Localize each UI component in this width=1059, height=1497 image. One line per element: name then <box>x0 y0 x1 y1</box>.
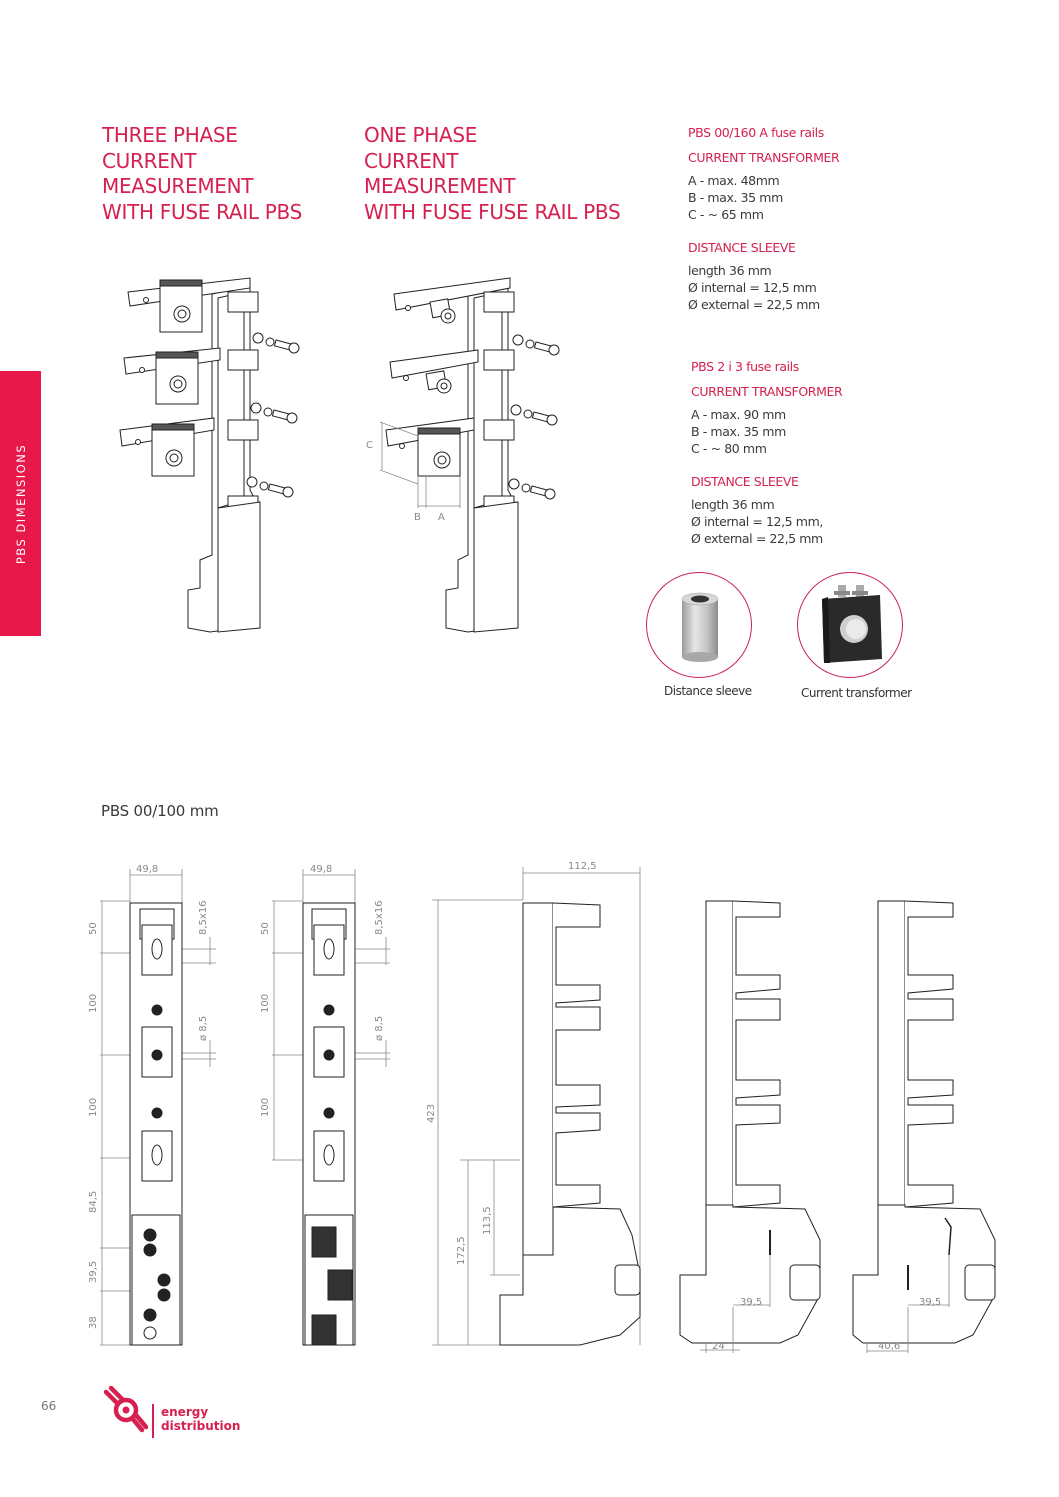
spec-block-pbs-2-3: PBS 2 i 3 fuse rails CURRENT TRANSFORMER… <box>691 358 843 547</box>
title-line: CURRENT <box>364 148 459 173</box>
distance-sleeve-photo <box>646 572 752 678</box>
dim-v: 39,5 <box>88 1261 99 1283</box>
title-line: ONE PHASE <box>364 123 478 147</box>
ct-line: C - ~ 65 mm <box>688 207 764 222</box>
side-tab-label: PBS DIMENSIONS <box>13 443 28 564</box>
title-line: THREE PHASE <box>102 123 238 147</box>
label-c: C <box>366 440 373 451</box>
side-view-drawing-2: 39,5 24 <box>679 900 821 1353</box>
dim-height: 423 <box>426 1104 437 1123</box>
three-phase-title: THREE PHASE CURRENT MEASUREMENT WITH FUS… <box>102 123 302 225</box>
sleeve-title: DISTANCE SLEEVE <box>691 474 799 489</box>
ct-line: B - max. 35 mm <box>688 190 783 205</box>
logo-divider <box>152 1404 154 1438</box>
dim-d2: 40,6 <box>878 1341 900 1352</box>
dim-h3: 113,5 <box>482 1206 493 1235</box>
dim-depth: 112,5 <box>568 861 597 872</box>
dim-width: 49,8 <box>136 864 158 875</box>
dim-hole: ø 8,5 <box>374 1016 385 1041</box>
section-side-tab: PBS DIMENSIONS <box>0 371 41 636</box>
dim-v: 100 <box>260 994 271 1013</box>
brand-name: energy distribution <box>161 1405 240 1433</box>
dim-v: 50 <box>260 922 271 935</box>
ct-title: CURRENT TRANSFORMER <box>691 384 843 399</box>
dim-hole: ø 8,5 <box>198 1016 209 1041</box>
one-phase-illustration: C B A <box>366 277 560 633</box>
current-transformer-icon <box>822 585 882 663</box>
energy-distribution-logo-icon <box>103 1386 149 1433</box>
three-phase-illustration <box>119 277 300 633</box>
current-transformer-caption: Current transformer <box>801 686 912 700</box>
ct-title: CURRENT TRANSFORMER <box>688 150 840 165</box>
current-transformer-photo <box>797 572 903 678</box>
dim-v: 100 <box>88 1098 99 1117</box>
ct-line: C - ~ 80 mm <box>691 441 767 456</box>
brand-line: distribution <box>161 1419 241 1433</box>
dim-v: 100 <box>260 1098 271 1117</box>
ct-line: B - max. 35 mm <box>691 424 786 439</box>
dim-d1: 39,5 <box>740 1297 762 1308</box>
label-b: B <box>414 512 421 523</box>
brand-line: energy <box>161 1405 209 1419</box>
title-line: MEASUREMENT <box>102 174 254 198</box>
sleeve-line: Ø internal = 12,5 mm, <box>691 514 823 529</box>
sleeve-title: DISTANCE SLEEVE <box>688 240 796 255</box>
dim-v: 38 <box>88 1316 99 1329</box>
spec-heading: PBS 2 i 3 fuse rails <box>691 359 799 374</box>
dim-width: 49,8 <box>310 864 332 875</box>
dim-slot: 8,5x16 <box>198 900 209 935</box>
ct-line: A - max. 90 mm <box>691 407 786 422</box>
side-view-drawing-3: 39,5 40,6 <box>852 900 996 1353</box>
title-line: CURRENT <box>102 148 197 173</box>
page-number: 66 <box>41 1399 57 1413</box>
dim-v: 100 <box>88 994 99 1013</box>
sleeve-line: Ø external = 22,5 mm <box>691 531 823 546</box>
ct-line: A - max. 48mm <box>688 173 780 188</box>
sleeve-line: length 36 mm <box>688 263 772 278</box>
dim-v: 84,5 <box>88 1191 99 1213</box>
dim-d1: 39,5 <box>919 1297 941 1308</box>
title-line: WITH FUSE FUSE RAIL PBS <box>364 199 621 224</box>
sleeve-line: Ø external = 22,5 mm <box>688 297 820 312</box>
side-view-drawing-1: 112,5 423 172,5 113,5 <box>426 861 641 1346</box>
one-phase-title: ONE PHASE CURRENT MEASUREMENT WITH FUSE … <box>364 123 621 225</box>
distance-sleeve-caption: Distance sleeve <box>664 684 752 698</box>
sleeve-line: Ø internal = 12,5 mm <box>688 280 817 295</box>
dim-d2: 24 <box>712 1341 725 1352</box>
spec-block-pbs-00-160: PBS 00/160 A fuse rails CURRENT TRANSFOR… <box>688 124 840 313</box>
section-label: PBS 00/100 mm <box>101 802 219 820</box>
label-a: A <box>438 512 445 523</box>
spec-heading: PBS 00/160 A fuse rails <box>688 125 824 140</box>
front-view-drawing-1: 49,8 50 100 100 84,5 39,5 38 8,5x16 ø 8,… <box>88 864 216 1346</box>
dim-slot: 8,5x16 <box>374 900 385 935</box>
distance-sleeve-icon <box>681 592 719 662</box>
dim-v: 50 <box>88 922 99 935</box>
front-view-drawing-2: 49,8 50 100 100 8,5x16 ø 8,5 <box>260 864 390 1346</box>
title-line: WITH FUSE RAIL PBS <box>102 199 303 224</box>
title-line: MEASUREMENT <box>364 174 516 198</box>
dim-h2: 172,5 <box>456 1236 467 1265</box>
sleeve-line: length 36 mm <box>691 497 775 512</box>
